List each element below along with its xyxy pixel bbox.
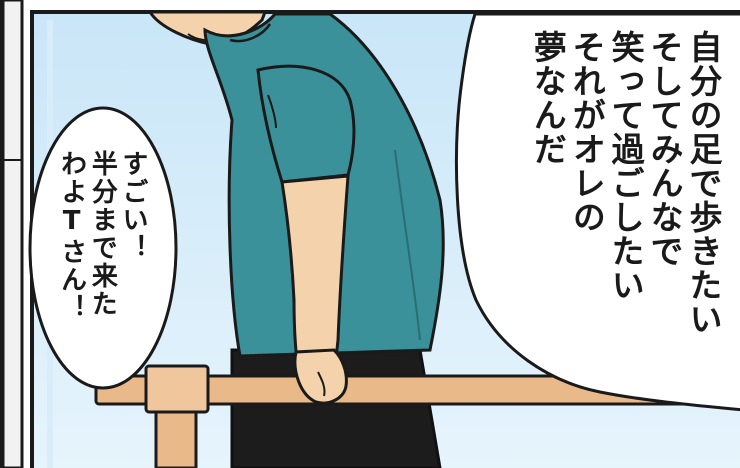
speech-line: 夢なんだ bbox=[528, 30, 568, 166]
speech-line: それがオレの bbox=[567, 30, 607, 234]
handrail-post bbox=[154, 402, 198, 468]
speech-bubble-right bbox=[455, 12, 740, 412]
speech-text-left: すごい！ 半分まで来た わよTさん！ bbox=[56, 150, 148, 322]
speech-line: 笑って過ごしたい bbox=[606, 30, 646, 302]
handrail-joint bbox=[144, 364, 210, 414]
speech-text-right: 自分の足で歩きたい そしてみんなで 笑って過ごしたい それがオレの 夢なんだ bbox=[527, 30, 723, 336]
speech-line: 半分まで来た bbox=[87, 150, 118, 318]
person-sleeve bbox=[256, 64, 356, 184]
speech-line: そしてみんなで bbox=[645, 30, 685, 268]
speech-bubble-left bbox=[28, 106, 178, 390]
speech-line: 自分の足で歩きたい bbox=[684, 30, 723, 336]
speech-line: すごい！ bbox=[118, 150, 149, 262]
speech-line: わよTさん！ bbox=[56, 150, 87, 322]
adjacent-panel-strip bbox=[0, 0, 24, 468]
